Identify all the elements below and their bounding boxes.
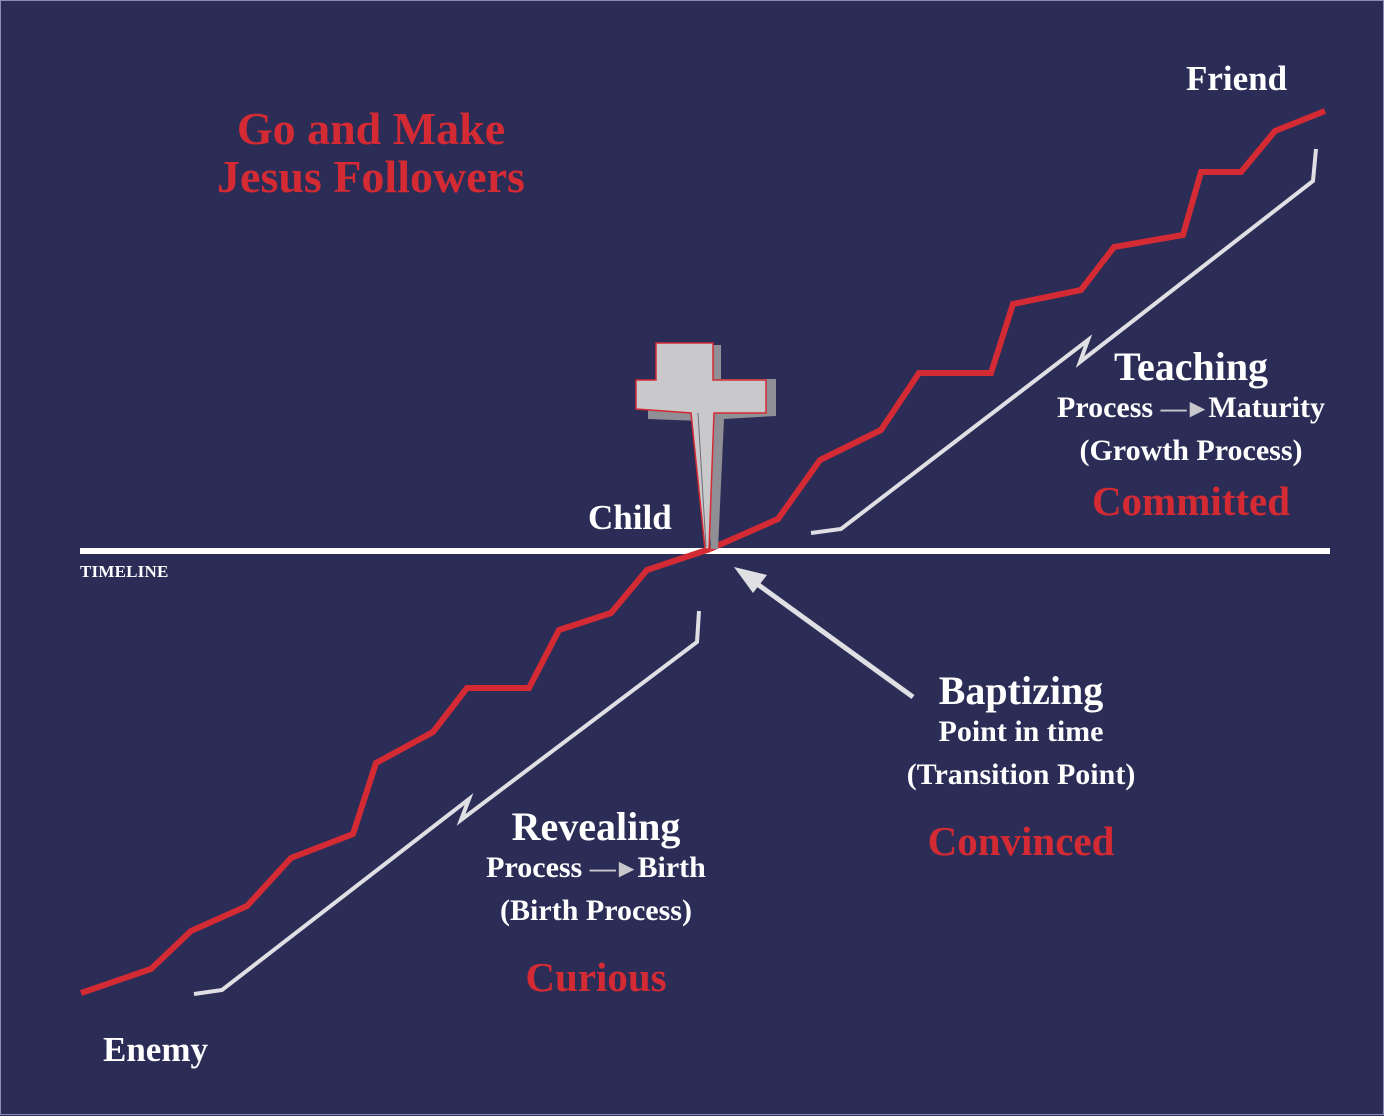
teaching-note: (Growth Process) [1079,434,1303,467]
baptizing-line-1: Point in time [938,715,1104,748]
baptizing-pointer-head [734,567,767,593]
baptizing-heading: Baptizing [938,668,1104,713]
revealing-stage: Revealing Process —►Birth (Birth Process… [446,807,746,998]
red-growth-path-upper [708,108,1327,552]
revealing-to: Birth [637,851,706,884]
revealing-heading: Revealing [511,804,681,849]
teaching-from: Process [1057,391,1154,424]
baptizing-pointer-line [747,575,915,700]
revealing-from: Process [486,851,583,884]
revealing-process-line-text: Process —►Birth [446,853,746,896]
teaching-to: Maturity [1208,391,1325,424]
title-line-2: Jesus Followers [217,151,525,202]
cross-icon [635,342,776,550]
teaching-state: Committed [1091,478,1291,524]
baptizing-note: (Transition Point) [906,758,1136,791]
friend-label: Friend [1186,59,1288,98]
enemy-label: Enemy [103,1030,208,1069]
revealing-state: Curious [525,954,667,1000]
teaching-heading: Teaching [1113,344,1269,389]
teaching-process-line-text: Process —►Maturity [1041,393,1341,436]
revealing-note: (Birth Process) [500,894,692,927]
baptizing-stage: Baptizing Point in time (Transition Poin… [871,671,1171,862]
teaching-process-line [810,148,1318,535]
revealing-process-line [193,610,701,996]
timeline-label: TIMELINE [80,562,169,581]
arrow-right-icon: —► [1160,394,1211,423]
diagram-title: Go and Make Jesus Followers [161,105,581,201]
red-growth-path-lower [80,546,711,996]
teaching-stage: Teaching Process —►Maturity (Growth Proc… [1041,347,1341,522]
baptizing-state: Convinced [927,818,1115,864]
title-line-1: Go and Make [236,103,506,154]
child-label: Child [588,498,672,537]
arrow-right-icon: —► [589,854,640,883]
